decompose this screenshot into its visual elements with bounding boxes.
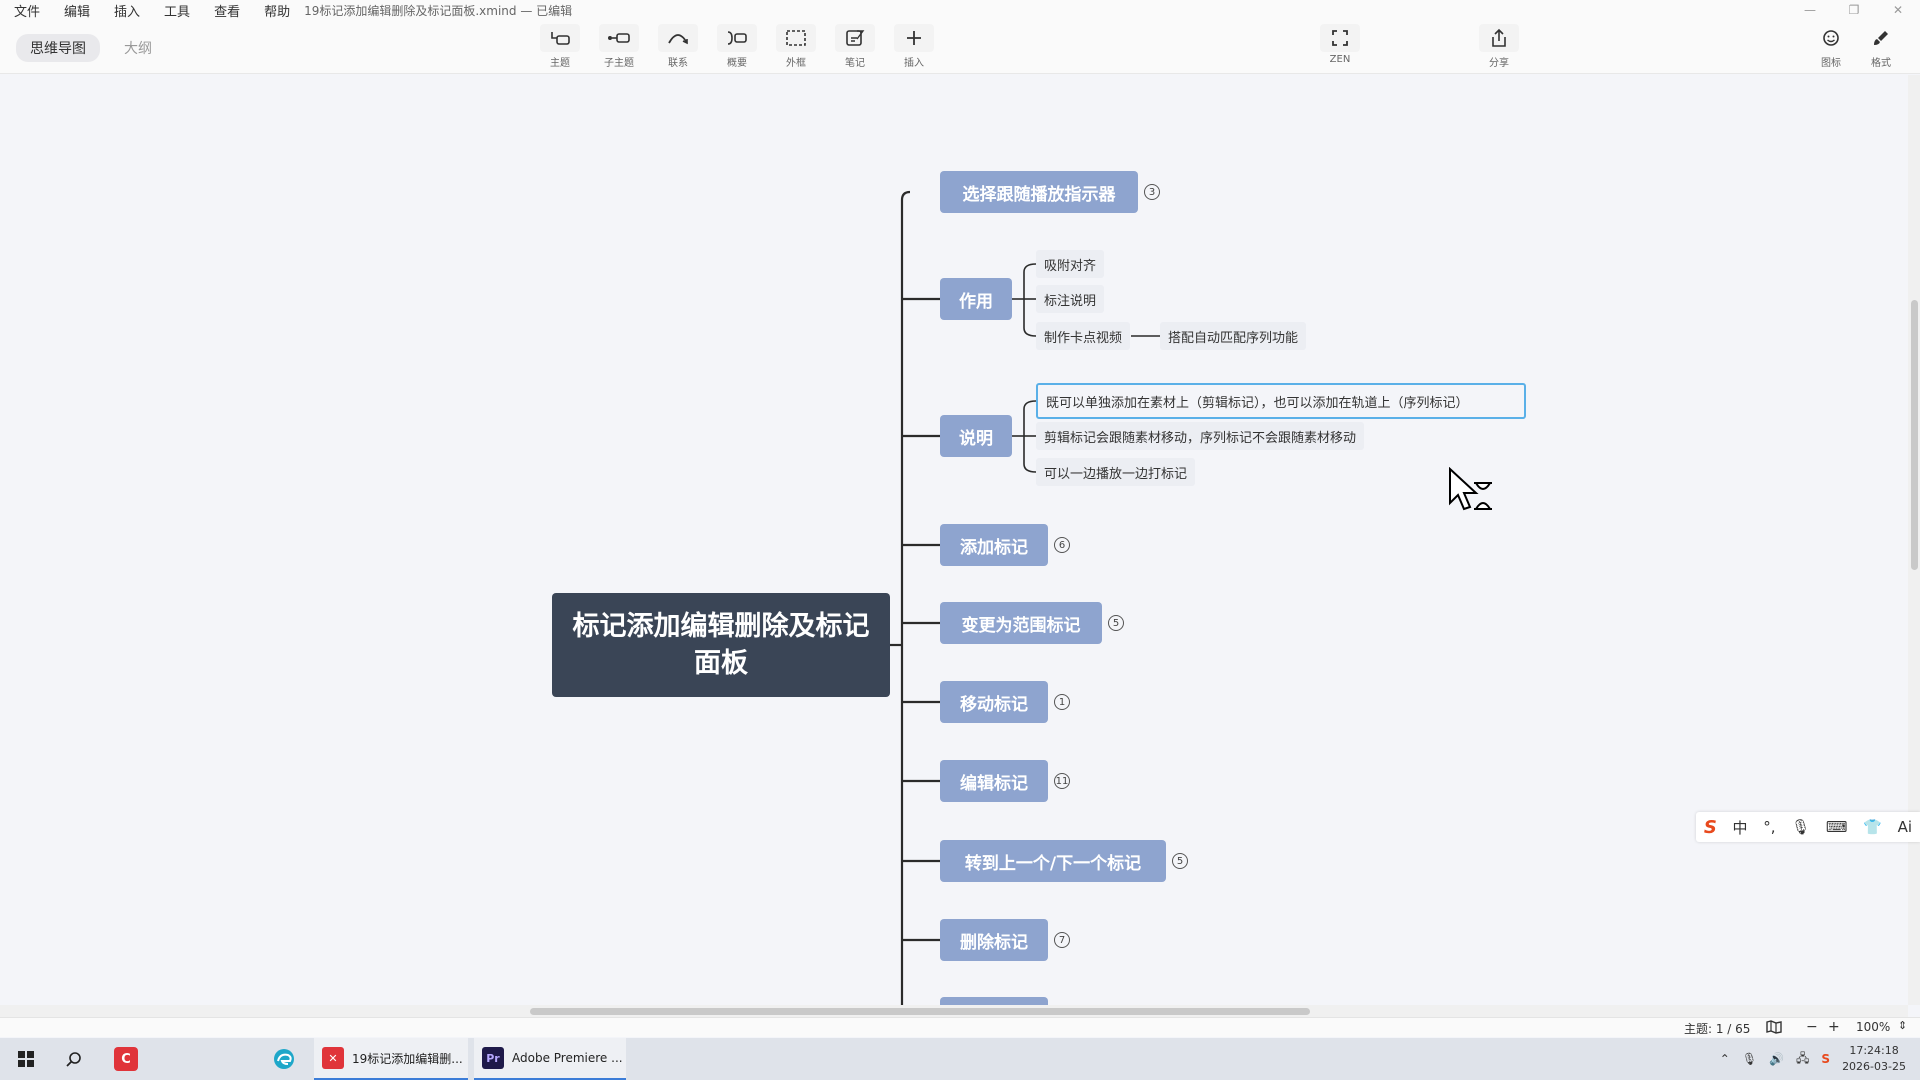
topic-edit-marker[interactable]: 编辑标记 xyxy=(940,760,1048,802)
share-icon xyxy=(1479,24,1519,52)
summary-button[interactable]: 概要 xyxy=(712,24,762,70)
subtopic-button[interactable]: 子主题 xyxy=(594,24,644,70)
subtopic-snap-align[interactable]: 吸附对齐 xyxy=(1036,250,1105,278)
topic-add-marker[interactable]: 添加标记 xyxy=(940,524,1048,566)
topic-range-marker[interactable]: 变更为范围标记 xyxy=(940,602,1102,644)
microphone-icon[interactable]: 🎙 xyxy=(1741,1052,1758,1066)
horizontal-scrollbar[interactable] xyxy=(0,1005,1908,1017)
menu-view[interactable]: 查看 xyxy=(214,4,241,20)
edge-browser-icon[interactable] xyxy=(260,1038,308,1080)
microphone-icon[interactable]: 🎙 xyxy=(1791,818,1811,836)
view-switch: 思维导图 大纲 xyxy=(16,34,166,62)
brush-icon xyxy=(1861,24,1901,52)
taskbar-app-xmind[interactable]: ✕ 19标记添加编辑删... xyxy=(314,1038,468,1080)
subtopic-marker-move[interactable]: 剪辑标记会跟随素材移动，序列标记不会跟随素材移动 xyxy=(1036,422,1365,450)
menu-help[interactable]: 帮助 xyxy=(264,4,291,20)
window-controls: — ❐ ✕ xyxy=(1788,0,1920,20)
vertical-scrollbar[interactable] xyxy=(1908,75,1920,1005)
skin-icon[interactable]: 👕 xyxy=(1863,818,1882,836)
ime-toolbar: S 中 °, 🎙 ⌨ 👕 Ai xyxy=(1696,812,1920,842)
collapse-count-badge[interactable]: 5 xyxy=(1108,615,1124,631)
menu-file[interactable]: 文件 xyxy=(14,4,41,20)
collapse-count-badge[interactable]: 6 xyxy=(1054,537,1070,553)
tab-outline[interactable]: 大纲 xyxy=(124,41,152,57)
topic-follow-indicator[interactable]: 选择跟随播放指示器 xyxy=(940,171,1138,213)
ime-language-toggle[interactable]: 中 xyxy=(1732,818,1748,837)
keyboard-icon[interactable]: ⌨ xyxy=(1825,818,1848,836)
status-bar: 主题: 1 / 65 − + 100% ⇕ xyxy=(0,1017,1920,1037)
sogou-tray-icon[interactable]: S xyxy=(1821,1052,1831,1066)
smiley-icon xyxy=(1811,24,1851,52)
document-title: 19标记添加编辑删除及标记面板.xmind — 已编辑 xyxy=(304,3,573,18)
subtopic-marker-types[interactable]: 既可以单独添加在素材上（剪辑标记），也可以添加在轨道上（序列标记） xyxy=(1036,383,1526,419)
topic-function[interactable]: 作用 xyxy=(940,278,1012,320)
menu-edit[interactable]: 编辑 xyxy=(64,4,91,20)
toolbar: 思维导图 大纲 主题 子主题 联系 概要 外框 笔记 xyxy=(0,20,1920,74)
collapse-count-badge[interactable]: 3 xyxy=(1144,184,1160,200)
topic-goto-marker[interactable]: 转到上一个/下一个标记 xyxy=(940,840,1166,882)
plus-icon xyxy=(894,24,934,52)
zoom-out-button[interactable]: − xyxy=(1806,1019,1818,1035)
taskbar: C ✕ 19标记添加编辑删... Pr Adobe Premiere ... ⌃… xyxy=(0,1038,1920,1080)
premiere-icon: Pr xyxy=(482,1047,504,1069)
system-tray: ⌃ 🎙 🔊 🖧 S 17:24:18 2026-03-25 xyxy=(1720,1038,1906,1080)
topic-count: 主题: 1 / 65 xyxy=(1684,1022,1751,1036)
boundary-icon xyxy=(776,24,816,52)
collapse-count-badge[interactable]: 7 xyxy=(1054,932,1070,948)
menu-insert[interactable]: 插入 xyxy=(114,4,141,20)
boundary-button[interactable]: 外框 xyxy=(771,24,821,70)
system-clock[interactable]: 17:24:18 2026-03-25 xyxy=(1842,1044,1906,1073)
connector-lines xyxy=(890,190,1160,1005)
subtopic-mark-while-play[interactable]: 可以一边播放一边打标记 xyxy=(1036,458,1196,486)
chevron-up-icon[interactable]: ⌃ xyxy=(1719,1052,1730,1066)
collapse-count-badge[interactable]: 11 xyxy=(1054,773,1070,789)
share-button[interactable]: 分享 xyxy=(1474,24,1524,70)
zoom-stepper-icon[interactable]: ⇕ xyxy=(1898,1019,1908,1032)
relationship-icon xyxy=(658,24,698,52)
zen-button[interactable]: ZEN xyxy=(1315,24,1365,70)
topic-explanation[interactable]: 说明 xyxy=(940,415,1012,457)
search-icon[interactable] xyxy=(56,1038,92,1080)
topic-move-marker[interactable]: 移动标记 xyxy=(940,681,1048,723)
icon-panel-button[interactable]: 图标 xyxy=(1806,24,1856,70)
add-topic-icon xyxy=(540,24,580,52)
subtopic-annotation[interactable]: 标注说明 xyxy=(1036,285,1105,313)
ime-ai-button[interactable]: Ai xyxy=(1897,818,1913,836)
topic-partial[interactable] xyxy=(940,997,1048,1005)
network-icon[interactable]: 🖧 xyxy=(1796,1050,1810,1065)
fullscreen-icon xyxy=(1320,24,1360,52)
minimize-icon[interactable]: — xyxy=(1804,3,1816,17)
xmind-icon: ✕ xyxy=(322,1047,344,1069)
taskbar-app-premiere[interactable]: Pr Adobe Premiere ... xyxy=(474,1038,626,1080)
menu-bar: 文件 编辑 插入 工具 查看 帮助 19标记添加编辑删除及标记面板.xmind … xyxy=(0,0,1920,20)
subtopic-beat-video[interactable]: 制作卡点视频 xyxy=(1036,322,1131,350)
app-icon-red[interactable]: C xyxy=(102,1038,150,1080)
zoom-in-button[interactable]: + xyxy=(1828,1019,1840,1035)
collapse-count-badge[interactable]: 1 xyxy=(1054,694,1070,710)
collapse-count-badge[interactable]: 5 xyxy=(1172,853,1188,869)
tab-mindmap[interactable]: 思维导图 xyxy=(16,34,100,62)
root-topic[interactable]: 标记添加编辑删除及标记面板 xyxy=(552,593,890,697)
summary-icon xyxy=(717,24,757,52)
mindmap-canvas[interactable]: 标记添加编辑删除及标记面板 选择跟随播放指示器 3 作用 吸附对齐 标注说明 制… xyxy=(0,75,1908,1005)
format-panel-button[interactable]: 格式 xyxy=(1856,24,1906,70)
zoom-level[interactable]: 100% xyxy=(1856,1020,1891,1034)
punctuation-icon[interactable]: °, xyxy=(1763,818,1776,836)
close-icon[interactable]: ✕ xyxy=(1892,3,1904,17)
volume-icon[interactable]: 🔊 xyxy=(1769,1052,1785,1066)
map-view-icon[interactable] xyxy=(1766,1020,1782,1037)
insert-button[interactable]: 插入 xyxy=(889,24,939,70)
busy-cursor-icon xyxy=(1449,467,1492,511)
topic-button[interactable]: 主题 xyxy=(535,24,585,70)
sogou-logo-icon[interactable]: S xyxy=(1703,816,1717,838)
restore-icon[interactable]: ❐ xyxy=(1848,3,1860,17)
note-button[interactable]: 笔记 xyxy=(830,24,880,70)
topic-delete-marker[interactable]: 删除标记 xyxy=(940,919,1048,961)
menu-tools[interactable]: 工具 xyxy=(164,4,191,20)
relationship-button[interactable]: 联系 xyxy=(653,24,703,70)
subtopic-auto-match[interactable]: 搭配自动匹配序列功能 xyxy=(1160,322,1307,350)
add-subtopic-icon xyxy=(599,24,639,52)
windows-start-icon[interactable] xyxy=(8,1038,44,1080)
note-icon xyxy=(835,24,875,52)
